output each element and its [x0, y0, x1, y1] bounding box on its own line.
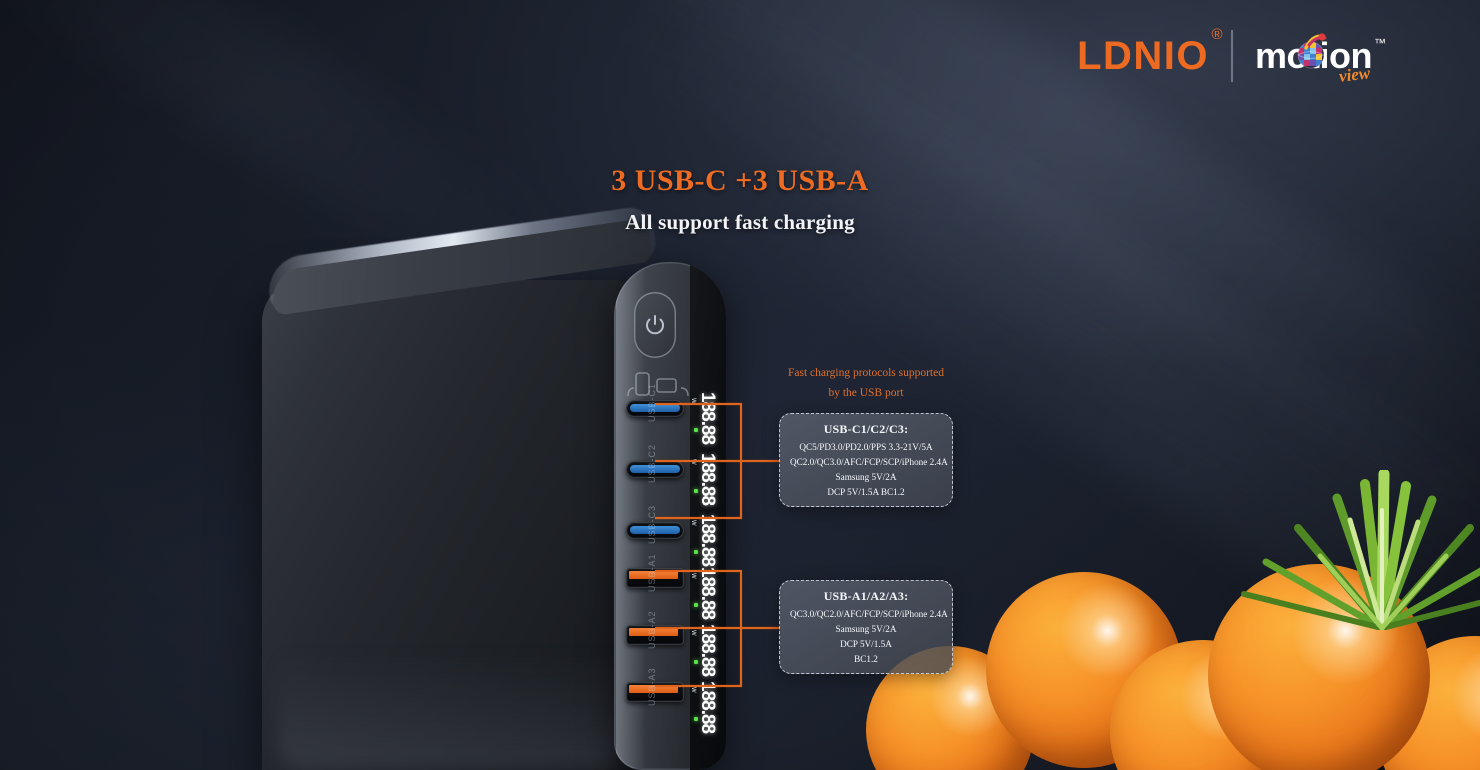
spec-line: DCP 5V/1.5A: [840, 638, 892, 649]
spec-line: QC3.0/QC2.0/AFC/FCP/SCP/iPhone 2.4A: [790, 609, 948, 619]
logo-divider: [1231, 30, 1234, 82]
callout-header: Fast charging protocols supported by the…: [766, 364, 966, 404]
tablet-icon: [656, 378, 677, 393]
spec-box-usb-a: USB-A1/A2/A3: QC3.0/QC2.0/AFC/FCP/SCP/iP…: [779, 580, 953, 674]
trademark-mark-icon: ™: [1374, 36, 1386, 50]
motionview-script-text: view: [1337, 63, 1371, 86]
led-readout: 188.88 W: [690, 622, 726, 676]
fruit-arrangement: [860, 440, 1480, 770]
led-digits: 188.88: [697, 624, 718, 677]
callout-header-line-1: Fast charging protocols supported: [788, 367, 944, 379]
port-usb-c-3[interactable]: [626, 522, 684, 539]
ldnio-logo: LDNIO®: [1077, 27, 1222, 78]
led-display-strip: 188.88 W 188.88 W 188.88 W 188.88 W: [690, 262, 726, 770]
charger-body: [262, 280, 634, 770]
spec-line: Samsung 5V/2A: [835, 471, 897, 482]
spec-title-usb-c: USB-C1/C2/C3:: [823, 422, 909, 436]
charger-port-panel: USB-C1 USB-C2 USB-C3 USB-A1 USB-A2 USB-A…: [614, 262, 726, 770]
led-digits: 188.88: [697, 514, 718, 567]
led-readout: 188.88 W: [690, 390, 726, 444]
led-unit: W: [690, 398, 696, 404]
globe-icon: [1297, 33, 1327, 69]
led-digits: 188.88: [697, 567, 718, 620]
led-digits: 188.88: [697, 453, 718, 506]
device-compat-icons: [627, 372, 689, 397]
ldnio-logo-text: LDNIO: [1077, 34, 1210, 78]
headings-block: 3 USB-C +3 USB-A All support fast chargi…: [0, 164, 1480, 235]
led-indicator-dot: [694, 489, 698, 493]
led-indicator-dot: [694, 660, 698, 664]
port-label-usb-a-2: USB-A2: [647, 610, 657, 649]
port-label-usb-a-1: USB-A1: [647, 553, 657, 592]
spec-line: QC2.0/QC3.0/AFC/FCP/SCP/iPhone 2.4A: [790, 456, 948, 467]
spec-title-usb-a: USB-A1/A2/A3:: [823, 589, 909, 603]
led-unit: W: [690, 459, 696, 465]
port-label-usb-c-1: USB-C1: [647, 382, 657, 422]
led-digits: 188.88: [697, 681, 718, 734]
spec-box-usb-c: USB-C1/C2/C3: QC5/PD3.0/PD2.0/PPS 3.3-21…: [779, 413, 953, 507]
charger-device: USB-C1 USB-C2 USB-C3 USB-A1 USB-A2 USB-A…: [262, 204, 732, 770]
led-unit: W: [690, 630, 696, 636]
spec-line: Samsung 5V/2A: [835, 623, 897, 634]
page-subtitle: All support fast charging: [625, 210, 855, 234]
power-button[interactable]: [634, 292, 676, 358]
registered-mark-icon: ®: [1211, 26, 1225, 43]
logo-bar: LDNIO® motion ™: [1077, 27, 1386, 86]
power-icon: [646, 315, 664, 335]
led-indicator-dot: [694, 717, 698, 721]
port-label-usb-c-2: USB-C2: [647, 443, 657, 483]
spec-line: QC5/PD3.0/PD2.0/PPS 3.3-21V/5A: [799, 442, 933, 452]
led-indicator-dot: [694, 428, 698, 432]
led-readout: 188.88 W: [690, 512, 726, 566]
phone-icon: [635, 372, 650, 396]
led-unit: W: [690, 520, 696, 526]
led-readout: 188.88 W: [690, 679, 726, 733]
port-label-usb-c-3: USB-C3: [647, 504, 657, 544]
led-unit: W: [690, 687, 696, 693]
led-unit: W: [690, 573, 696, 579]
port-label-usb-a-3: USB-A3: [647, 667, 657, 706]
spec-line: DCP 5V/1.5A BC1.2: [827, 486, 905, 497]
page-title: 3 USB-C +3 USB-A: [611, 164, 869, 197]
spec-line: BC1.2: [854, 653, 878, 664]
led-readout: 188.88 W: [690, 565, 726, 619]
led-digits: 188.88: [697, 392, 718, 445]
motionview-logo: motion ™: [1255, 30, 1386, 86]
led-indicator-dot: [694, 603, 698, 607]
callout-header-line-2: by the USB port: [828, 386, 904, 399]
pineapple-crown-icon: [1241, 470, 1480, 630]
led-readout: 188.88 W: [690, 451, 726, 505]
led-indicator-dot: [694, 550, 698, 554]
